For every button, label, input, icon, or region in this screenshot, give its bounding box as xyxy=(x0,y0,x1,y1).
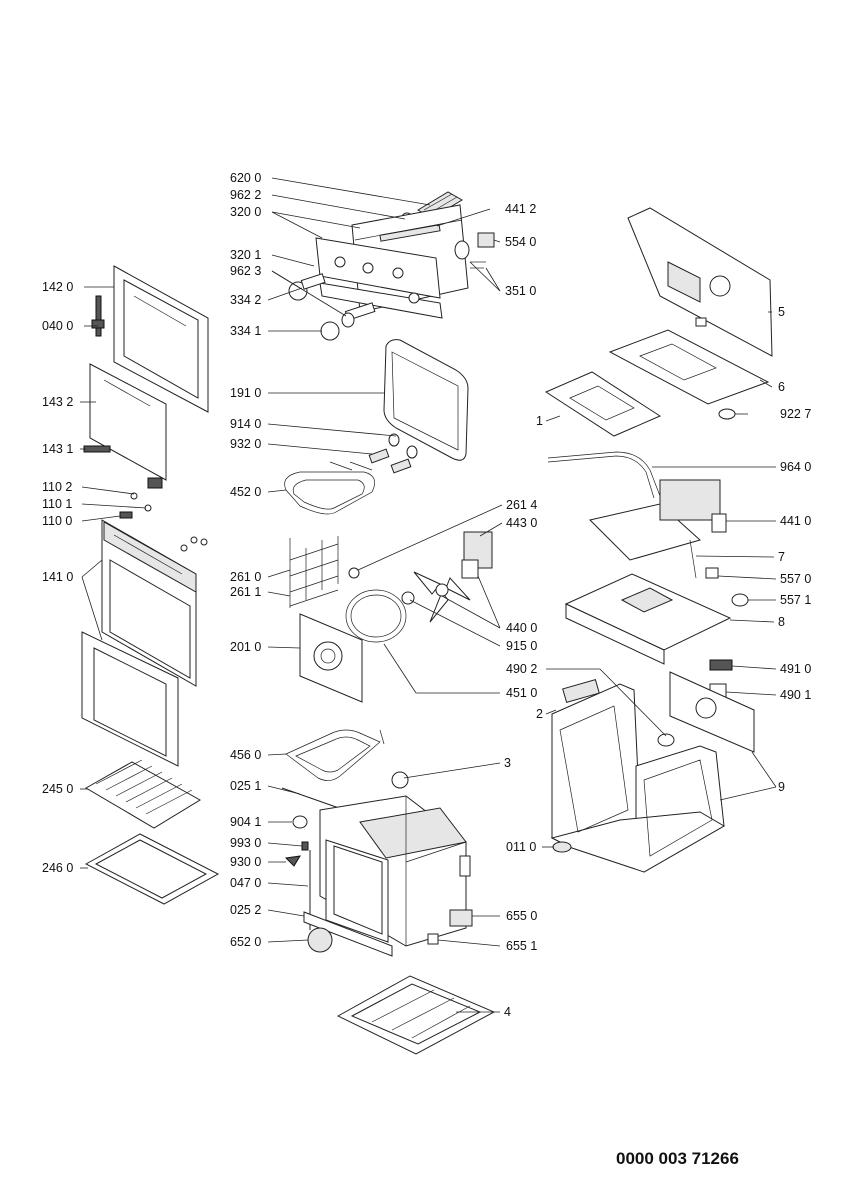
label-245-0: 245 0 xyxy=(42,782,73,796)
label-011-0: 011 0 xyxy=(506,840,536,854)
label-915-0: 915 0 xyxy=(506,639,537,653)
label-962-3: 962 3 xyxy=(230,264,261,278)
racks xyxy=(84,759,220,905)
label-334-2: 334 2 xyxy=(230,293,261,307)
label-141-0: 141 0 xyxy=(42,570,73,584)
label-9: 9 xyxy=(778,780,785,794)
label-456-0: 456 0 xyxy=(230,748,261,762)
label-922-7: 922 7 xyxy=(780,407,811,421)
leader-lines xyxy=(80,177,777,1013)
label-443-0: 443 0 xyxy=(506,516,537,530)
label-8: 8 xyxy=(778,615,785,629)
label-025-2: 025 2 xyxy=(230,903,261,917)
label-143-2: 143 2 xyxy=(42,395,73,409)
label-554-0: 554 0 xyxy=(505,235,536,249)
label-452-0: 452 0 xyxy=(230,485,261,499)
label-142-0: 142 0 xyxy=(42,280,73,294)
label-962-2: 962 2 xyxy=(230,188,261,202)
label-025-1: 025 1 xyxy=(230,779,261,793)
label-110-0: 110 0 xyxy=(42,514,72,528)
label-261-4: 261 4 xyxy=(506,498,537,512)
label-930-0: 930 0 xyxy=(230,855,261,869)
label-964-0: 964 0 xyxy=(780,460,811,474)
part-labels: 620 0 962 2 320 0 441 2 554 0 320 1 962 … xyxy=(42,171,811,1019)
label-3: 3 xyxy=(504,756,511,770)
label-620-0: 620 0 xyxy=(230,171,261,185)
label-143-1: 143 1 xyxy=(42,442,73,456)
label-320-1: 320 1 xyxy=(230,248,261,262)
label-2: 2 xyxy=(536,707,543,721)
label-655-0: 655 0 xyxy=(506,909,537,923)
label-110-2: 110 2 xyxy=(42,480,72,494)
label-441-2: 441 2 xyxy=(505,202,536,216)
label-5: 5 xyxy=(778,305,785,319)
label-914-0: 914 0 xyxy=(230,417,261,431)
label-557-0: 557 0 xyxy=(780,572,811,586)
document-number: 0000 003 71266 xyxy=(616,1149,739,1168)
oven-cavity xyxy=(284,795,473,957)
label-490-2: 490 2 xyxy=(506,662,537,676)
door-assembly xyxy=(81,265,209,767)
label-047-0: 047 0 xyxy=(230,876,261,890)
label-201-0: 201 0 xyxy=(230,640,261,654)
label-110-1: 110 1 xyxy=(42,497,72,511)
label-993-0: 993 0 xyxy=(230,836,261,850)
label-557-1: 557 1 xyxy=(780,593,811,607)
label-1: 1 xyxy=(536,414,543,428)
label-441-0: 441 0 xyxy=(780,514,811,528)
label-904-1: 904 1 xyxy=(230,815,261,829)
label-490-1: 490 1 xyxy=(780,688,811,702)
label-491-0: 491 0 xyxy=(780,662,811,676)
label-4: 4 xyxy=(504,1005,511,1019)
label-6: 6 xyxy=(778,380,785,394)
label-261-1: 261 1 xyxy=(230,585,261,599)
label-652-0: 652 0 xyxy=(230,935,261,949)
right-housing xyxy=(544,207,773,873)
label-932-0: 932 0 xyxy=(230,437,261,451)
label-191-0: 191 0 xyxy=(230,386,261,400)
label-261-0: 261 0 xyxy=(230,570,261,584)
label-334-1: 334 1 xyxy=(230,324,261,338)
bottom-tray xyxy=(336,975,496,1055)
label-7: 7 xyxy=(778,550,785,564)
label-320-0: 320 0 xyxy=(230,205,261,219)
label-655-1: 655 1 xyxy=(506,939,537,953)
control-panel-parts xyxy=(288,191,495,341)
label-351-0: 351 0 xyxy=(505,284,536,298)
label-451-0: 451 0 xyxy=(506,686,537,700)
oven-interior-parts xyxy=(281,339,493,815)
label-040-0: 040 0 xyxy=(42,319,73,333)
label-440-0: 440 0 xyxy=(506,621,537,635)
label-246-0: 246 0 xyxy=(42,861,73,875)
